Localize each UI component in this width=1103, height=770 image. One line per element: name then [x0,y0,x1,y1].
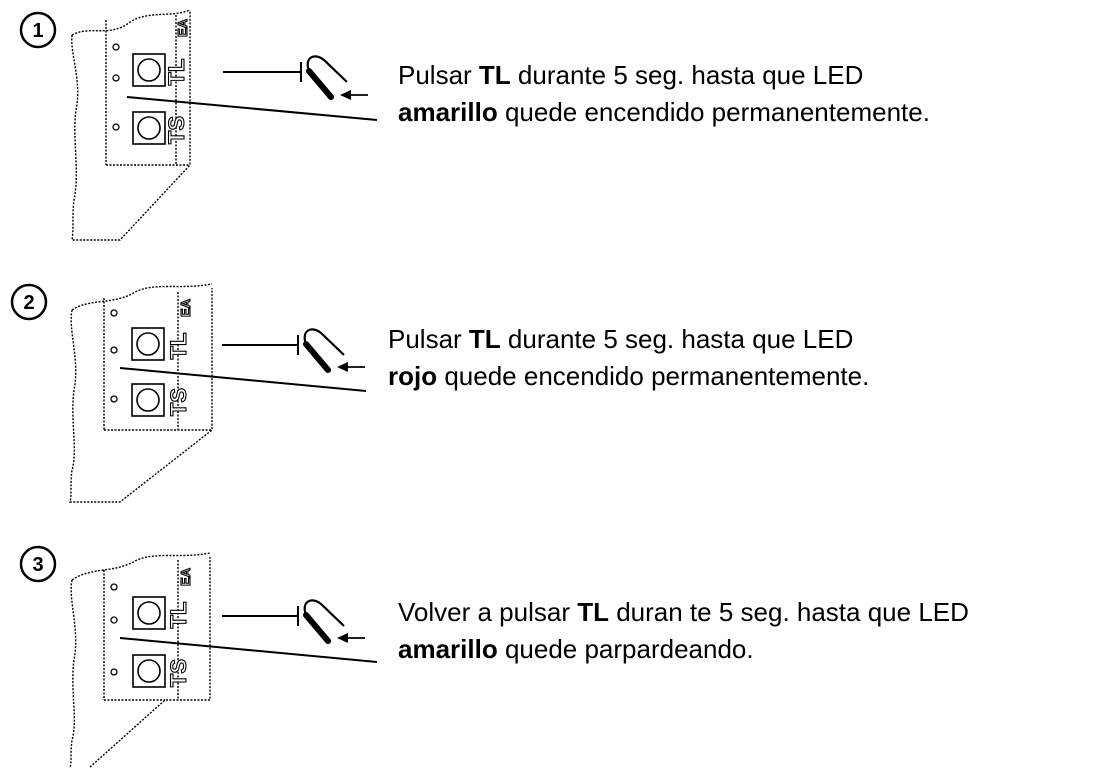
instruction-line-2: rojo quede encendido permanentemente. [388,361,870,391]
pointer-line [119,335,367,392]
step-1: 1 TL TS EA [0,0,1103,245]
svg-text:2: 2 [23,292,34,314]
led-yellow [112,43,120,51]
led-red [112,74,120,82]
device-diagram: 2 TL TS EA [10,283,367,503]
ts-label: TS [166,388,191,416]
tl-button[interactable] [132,53,166,87]
instruction-text: Volver a pulsar TL duran te 5 seg. hasta… [398,594,969,668]
step-2: 2 TL TS EA [0,270,1103,510]
tl-label: TL [166,333,191,360]
press-finger-icon [306,55,368,100]
ts-button[interactable] [132,654,166,688]
tl-button[interactable] [131,327,165,361]
instruction-line-2: amarillo quede encendido permanentemente… [398,97,930,127]
step-number-badge: 2 [10,283,48,321]
pointer-line [126,62,378,121]
pointer-line [119,606,378,663]
instruction-text: Pulsar TL durante 5 seg. hasta que LED a… [398,57,930,131]
step-3: 3 TL TS EA [0,535,1103,770]
led-green [110,668,118,676]
ea-label: EA [178,567,193,586]
instruction-text: Pulsar TL durante 5 seg. hasta que LED r… [388,321,869,395]
led-red [110,616,118,624]
svg-text:3: 3 [32,554,43,576]
led-green [112,123,120,131]
device-diagram: 3 TL TS EA [19,545,378,768]
ts-button[interactable] [132,111,166,145]
ts-label: TS [164,116,189,144]
led-green [110,395,118,403]
tl-label: TL [166,602,191,629]
ts-button[interactable] [131,383,165,417]
tl-button[interactable] [132,596,166,630]
ts-label: TS [166,659,191,687]
press-finger-icon [303,328,365,373]
step-number-badge: 3 [19,545,57,583]
instruction-line-1: Pulsar TL durante 5 seg. hasta que LED [388,324,854,354]
led-yellow [110,309,118,317]
led-yellow [110,583,118,591]
circuit-board [71,9,191,241]
step-number-badge: 1 [19,11,57,49]
circuit-board [69,552,211,768]
tl-label: TL [164,59,189,86]
svg-text:1: 1 [32,20,43,42]
press-finger-icon [303,599,365,644]
device-diagram: 1 TL TS EA [19,9,378,241]
instruction-line-1: Pulsar TL durante 5 seg. hasta que LED [398,60,864,90]
ea-label: EA [175,18,190,37]
instruction-line-2: amarillo quede parpardeando. [398,634,754,664]
instruction-line-1: Volver a pulsar TL duran te 5 seg. hasta… [398,597,969,627]
ea-label: EA [178,298,193,317]
led-red [110,346,118,354]
circuit-board [69,283,213,503]
